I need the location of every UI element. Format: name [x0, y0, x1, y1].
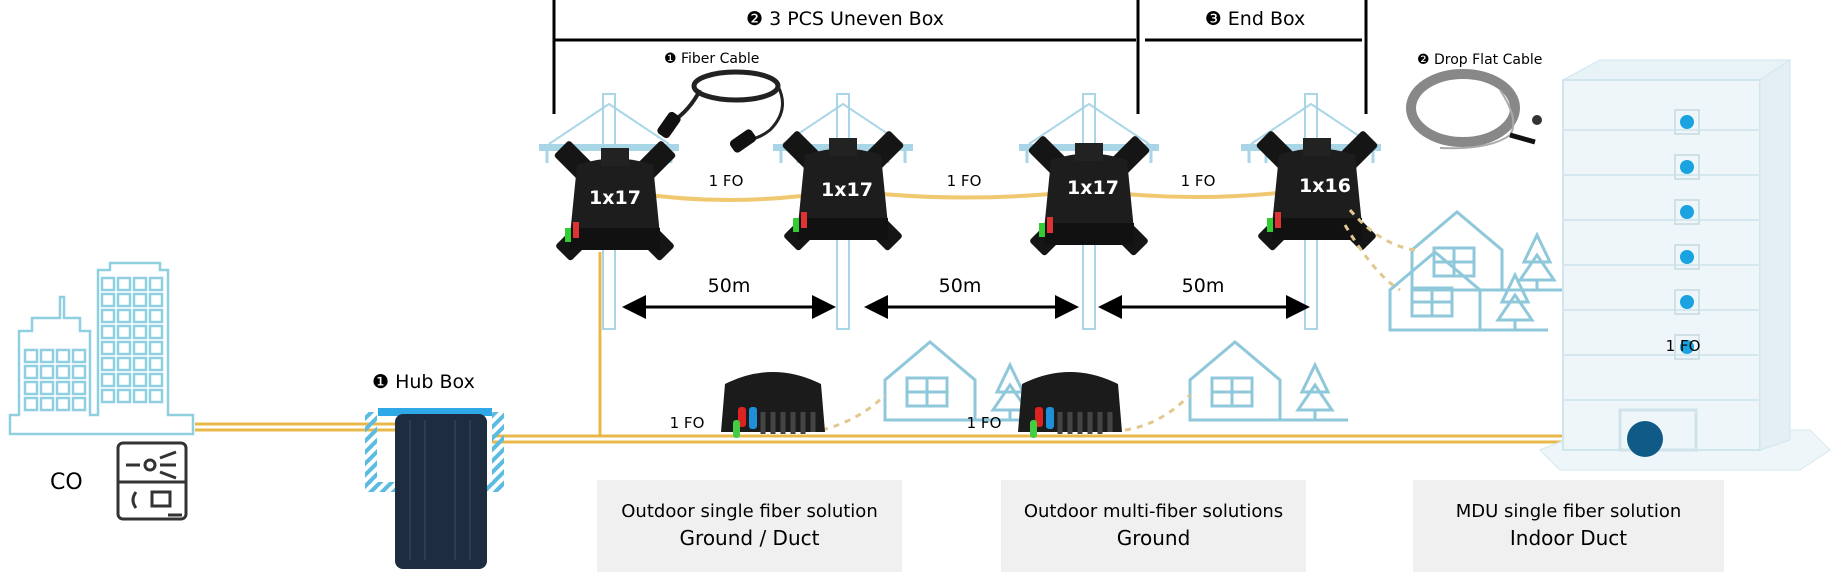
solution-panel-outdoor-multi: Outdoor multi-fiber solutions Ground: [1001, 480, 1306, 572]
window: [148, 308, 164, 324]
window: [39, 348, 55, 364]
window: [55, 364, 71, 380]
distance-2-label: 50m: [938, 275, 982, 297]
uneven-box-header: ❷ 3 PCS Uneven Box: [746, 8, 944, 30]
aerial-box-4-ratio: 1x16: [1299, 175, 1351, 197]
window: [116, 308, 132, 324]
uneven-box-bracket: [552, 0, 1140, 114]
window: [100, 292, 116, 308]
window: [100, 276, 116, 292]
window: [23, 348, 39, 364]
drop-flat-cable-label: ❷ Drop Flat Cable: [1417, 52, 1543, 68]
window: [132, 356, 148, 372]
solution-title: MDU single fiber solution: [1455, 501, 1682, 522]
houses: [883, 210, 1572, 422]
window: [100, 308, 116, 324]
window: [148, 372, 164, 388]
central-office-building: [8, 261, 195, 436]
aerial-box-1-ratio: 1x17: [589, 187, 641, 209]
solution-subtitle: Indoor Duct: [1509, 526, 1628, 550]
window: [100, 324, 116, 340]
co-switch-icon: [116, 441, 188, 521]
window: [116, 372, 132, 388]
window: [23, 396, 39, 412]
window: [132, 340, 148, 356]
window: [55, 348, 71, 364]
window: [148, 292, 164, 308]
window: [100, 388, 116, 404]
window: [100, 372, 116, 388]
window: [55, 380, 71, 396]
window: [100, 340, 116, 356]
solution-subtitle: Ground / Duct: [679, 526, 820, 550]
aerial-link-2-label: 1 FO: [946, 172, 982, 190]
end-box-bracket: [1145, 0, 1368, 114]
window: [116, 388, 132, 404]
window: [148, 324, 164, 340]
window: [100, 356, 116, 372]
mdu-building: [1539, 59, 1831, 471]
window: [132, 372, 148, 388]
window: [23, 380, 39, 396]
drop-lines: [821, 209, 1416, 432]
window: [116, 340, 132, 356]
solution-panel-outdoor-single: Outdoor single fiber solution Ground / D…: [597, 480, 902, 572]
fiber-cable-image: [657, 69, 784, 153]
window: [132, 308, 148, 324]
window: [116, 356, 132, 372]
hub-box-image: [365, 408, 504, 569]
drop-flat-cable-image: [1406, 69, 1542, 150]
aerial-box-3-ratio: 1x17: [1067, 177, 1119, 199]
window: [55, 396, 71, 412]
window: [39, 364, 55, 380]
window: [71, 380, 87, 396]
window: [39, 380, 55, 396]
ground-link-2-label: 1 FO: [966, 414, 1002, 432]
hub-box-label: ❶ Hub Box: [372, 371, 475, 393]
window: [132, 388, 148, 404]
aerial-link-3-label: 1 FO: [1180, 172, 1216, 190]
window: [23, 364, 39, 380]
solution-title: Outdoor single fiber solution: [621, 501, 878, 522]
window: [116, 292, 132, 308]
window: [116, 324, 132, 340]
mdu-link-label: 1 FO: [1665, 337, 1701, 355]
window: [132, 292, 148, 308]
window: [71, 396, 87, 412]
window: [132, 276, 148, 292]
aerial-link-1-label: 1 FO: [708, 172, 744, 190]
window: [148, 276, 164, 292]
solution-panel-mdu: MDU single fiber solution Indoor Duct: [1413, 480, 1724, 572]
window: [148, 388, 164, 404]
window: [132, 324, 148, 340]
aerial-box-2-ratio: 1x17: [821, 179, 873, 201]
distance-1-label: 50m: [707, 275, 751, 297]
window: [116, 276, 132, 292]
window: [71, 364, 87, 380]
solution-subtitle: Ground: [1116, 526, 1191, 550]
window: [148, 356, 164, 372]
window: [39, 396, 55, 412]
co-label: CO: [50, 470, 83, 495]
distance-3-label: 50m: [1181, 275, 1225, 297]
end-box-header: ❸ End Box: [1204, 8, 1306, 30]
ground-link-1-label: 1 FO: [669, 414, 705, 432]
fiber-cable-label: ❶ Fiber Cable: [664, 51, 760, 67]
window: [71, 348, 87, 364]
solution-title: Outdoor multi-fiber solutions: [1023, 501, 1284, 522]
window: [148, 340, 164, 356]
